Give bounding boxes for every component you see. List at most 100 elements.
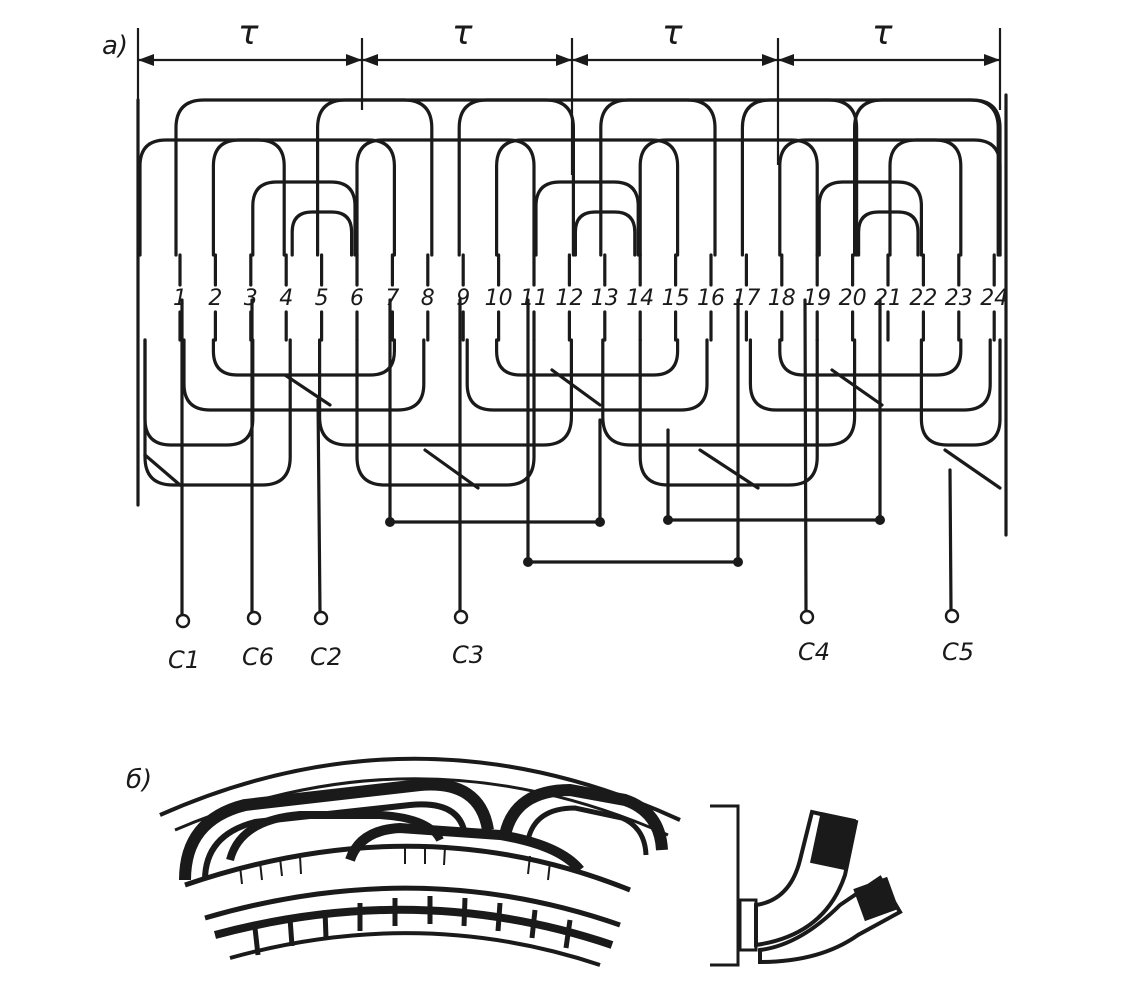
terminal-label-c1: C1 xyxy=(168,646,200,674)
slot-number-11: 11 xyxy=(520,286,548,311)
front-coil xyxy=(345,822,584,874)
coil-top-inner xyxy=(817,180,923,257)
slot-wedge xyxy=(738,898,758,952)
slot-number-1: 1 xyxy=(173,286,187,311)
terminal-label-c5: C5 xyxy=(942,638,974,666)
slot-row xyxy=(213,905,614,949)
slot-number-13: 13 xyxy=(591,286,619,311)
coil-end-connections-bottom xyxy=(143,338,1002,487)
tooth-row xyxy=(229,931,601,967)
terminal-label-c3: C3 xyxy=(452,641,484,669)
slot-number-10: 10 xyxy=(485,286,513,311)
coil-bottom-edge-left-outer xyxy=(143,338,292,487)
slot-number-14: 14 xyxy=(626,286,654,311)
crossing-diagonal xyxy=(550,368,602,407)
lower-conductors xyxy=(853,876,899,922)
terminal-c5 xyxy=(944,608,960,624)
coil-top-mid xyxy=(495,138,680,257)
insulation-hatching xyxy=(239,846,551,885)
junction-dot xyxy=(523,557,533,567)
coil-top-inner xyxy=(251,180,357,257)
terminal-c3 xyxy=(453,609,469,625)
coil-end-connections-top xyxy=(138,98,1002,257)
coil-bottom-overlap-outer xyxy=(355,338,536,487)
front-band-bottom xyxy=(204,885,621,928)
upper-coil xyxy=(179,778,494,881)
slot-number-23: 23 xyxy=(945,286,973,311)
terminal-label-c2: C2 xyxy=(310,643,342,671)
pole-pitch-label-3: τ xyxy=(662,13,683,53)
slot-number-18: 18 xyxy=(768,286,796,311)
coil-top-core xyxy=(857,210,920,257)
coil-top-outer xyxy=(457,98,717,257)
pole-pitch-label-2: τ xyxy=(452,13,473,53)
junction-dot xyxy=(595,517,605,527)
slot-number-3: 3 xyxy=(244,286,258,311)
slot-number-5: 5 xyxy=(315,286,329,311)
arrowhead xyxy=(556,54,572,66)
coil-bottom-mid xyxy=(748,338,992,412)
arrowhead xyxy=(346,54,362,66)
terminal-leads: C1 C6 C2 C3 C4 C5 xyxy=(168,298,974,674)
crossing-diagonals xyxy=(143,368,1002,490)
coil-top-core xyxy=(573,210,637,257)
coil-bottom-inner xyxy=(211,338,396,377)
coil-top-overlap-outer xyxy=(316,98,575,257)
coil-bottom-overlap-mid xyxy=(318,338,573,447)
arrowhead xyxy=(778,54,794,66)
coil-bottom-overlap-outer xyxy=(638,338,819,487)
coil-top-inner xyxy=(534,180,640,257)
coil-end-section-drawing xyxy=(710,804,903,967)
coil-top-edge-right-outer xyxy=(853,98,1002,257)
upper-coil-inner xyxy=(525,805,649,856)
pole-pitch-label-4: τ xyxy=(872,13,893,53)
slot-number-16: 16 xyxy=(697,286,725,311)
part-b-label: б) xyxy=(126,765,152,795)
coil-bottom-mid xyxy=(465,338,709,412)
coil-top-mid xyxy=(778,138,963,257)
junction-dot xyxy=(663,515,673,525)
slot-number-7: 7 xyxy=(385,286,399,311)
slot-conductors xyxy=(178,253,996,342)
coil-top-mid xyxy=(211,138,396,257)
part-a-label: a) xyxy=(102,31,128,61)
slot-number-4: 4 xyxy=(279,286,293,311)
stator-bracket xyxy=(710,804,740,967)
terminal-c2 xyxy=(313,610,329,626)
teeth xyxy=(252,896,573,956)
arrowhead xyxy=(984,54,1000,66)
coil-top-outer xyxy=(740,98,1000,257)
lead-c2 xyxy=(316,398,322,614)
coil-bottom-inner xyxy=(778,338,963,377)
coil-bottom-inner xyxy=(495,338,680,377)
coil-top-overlap-mid xyxy=(355,138,536,257)
coil-top-core xyxy=(290,210,354,257)
terminal-c6 xyxy=(246,610,262,626)
slot-number-15: 15 xyxy=(662,286,690,311)
junction-dot xyxy=(875,515,885,525)
coil-bottom-edge-left xyxy=(143,338,255,447)
upper-conductors xyxy=(809,811,857,871)
upper-coil xyxy=(499,783,668,851)
junction-dot xyxy=(733,557,743,567)
upper-coil-inner xyxy=(202,801,468,881)
pole-pitch-dimensions: τ τ τ τ xyxy=(136,13,1002,175)
slot-number-24: 24 xyxy=(980,286,1008,311)
lead-c5 xyxy=(948,468,953,612)
terminal-label-c6: C6 xyxy=(242,643,274,671)
pole-pitch-label-1: τ xyxy=(238,13,259,53)
group-connections xyxy=(385,298,885,567)
coil-top-edge-left xyxy=(138,138,286,257)
arrowhead xyxy=(572,54,588,66)
arrowhead xyxy=(362,54,378,66)
slot-number-6: 6 xyxy=(350,286,364,311)
slot-number-19: 19 xyxy=(803,286,831,311)
slot-number-8: 8 xyxy=(421,286,435,311)
slot-number-2: 2 xyxy=(208,286,222,311)
coil-bottom-overlap-mid xyxy=(601,338,857,447)
crossing-diagonal xyxy=(943,448,1002,490)
coil-end-arc-drawing xyxy=(159,756,681,967)
